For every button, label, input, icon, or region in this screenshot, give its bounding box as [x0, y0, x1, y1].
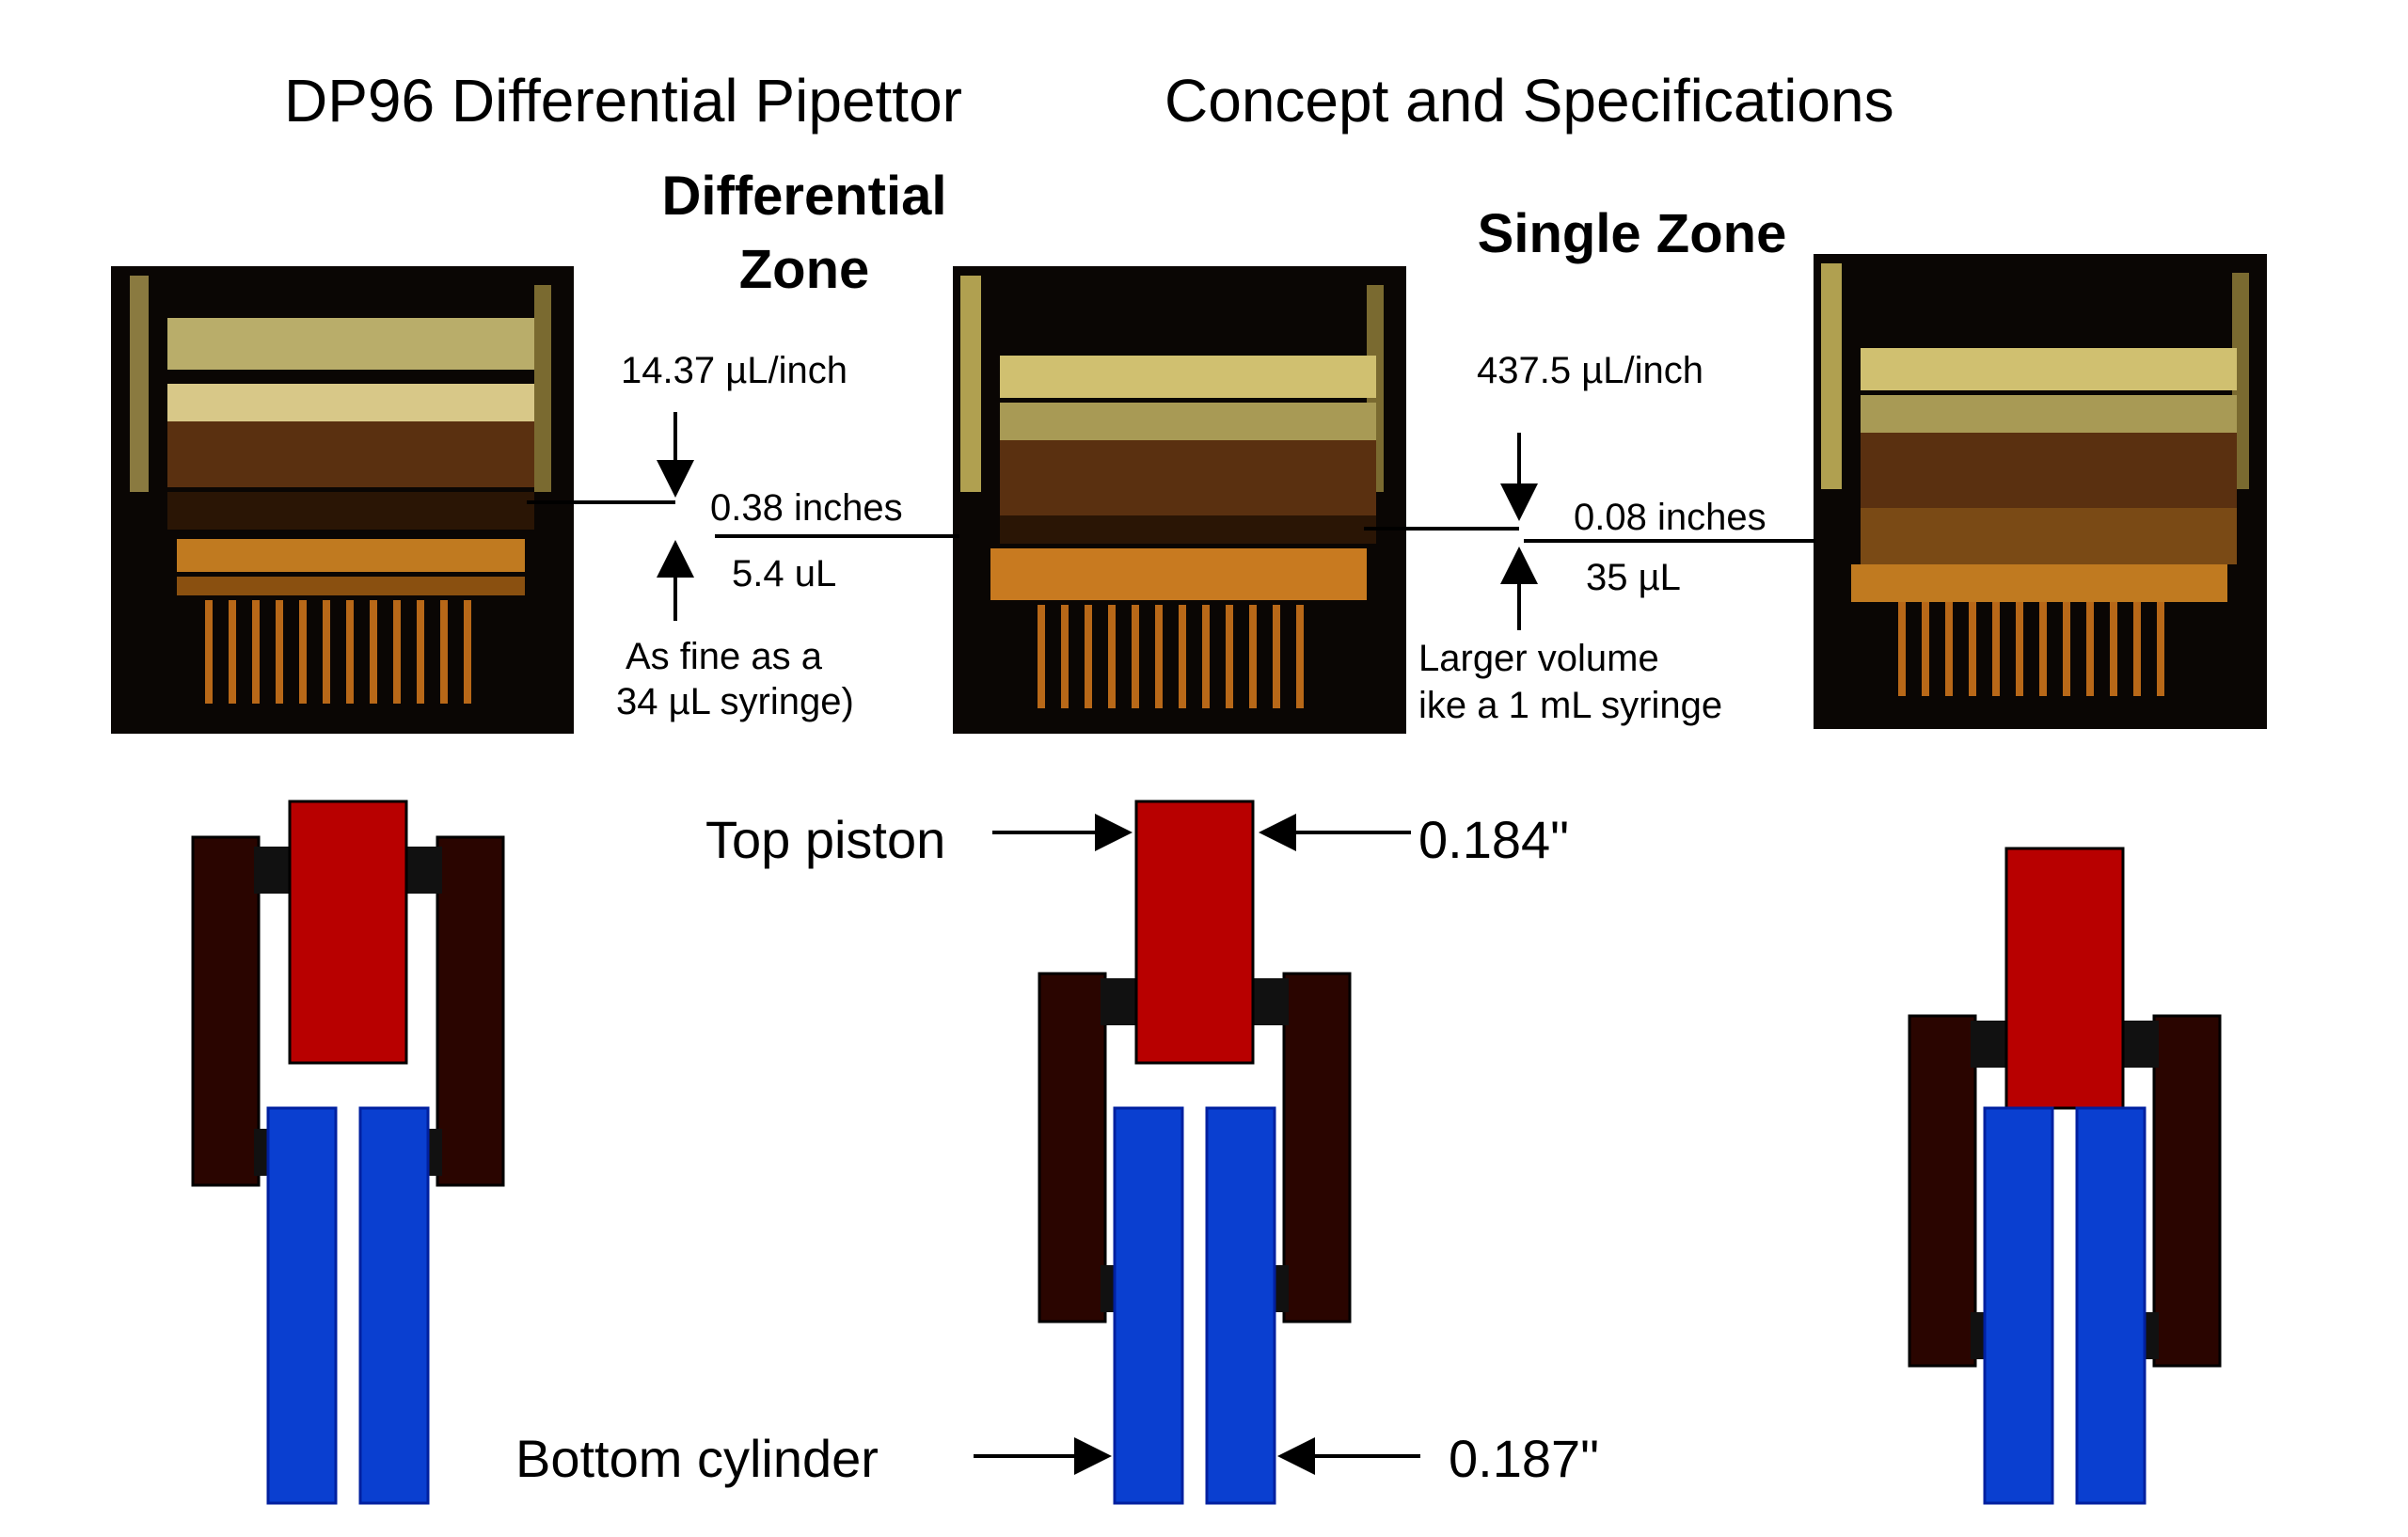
- differential-zone-heading: Differential Zone: [602, 160, 1006, 308]
- middle-piston: [1134, 800, 1255, 1065]
- bottom-cylinder-dimension: 0.187": [1449, 1429, 1600, 1488]
- single-zone-heading: Single Zone: [1477, 203, 1787, 264]
- right-cylinder-a: [1983, 1106, 2054, 1505]
- single-rate: 437.5 µL/inch: [1477, 350, 1703, 391]
- schematic-left: [191, 800, 505, 1505]
- single-travel: 0.08 inches: [1574, 497, 1766, 538]
- title-right: Concept and Specifications: [1164, 67, 1894, 135]
- differential-rate: 14.37 µL/inch: [621, 350, 848, 391]
- right-cylinder-b: [2075, 1106, 2147, 1505]
- top-piston-label: Top piston: [705, 810, 946, 869]
- dimension-arrows: [974, 814, 1420, 1475]
- title-left: DP96 Differential Pipettor: [284, 67, 962, 135]
- middle-cylinder-a: [1113, 1106, 1184, 1505]
- single-volume: 35 µL: [1586, 557, 1681, 598]
- photo-right-pipettor: [1814, 254, 2267, 729]
- single-note-line2: ike a 1 mL syringe: [1418, 685, 1723, 726]
- bottom-cylinder-label: Bottom cylinder: [515, 1429, 879, 1488]
- differential-travel: 0.38 inches: [710, 487, 903, 529]
- right-piston: [2004, 847, 2125, 1110]
- top-piston-dimension: 0.184": [1418, 810, 1570, 869]
- left-cylinder-a: [266, 1106, 338, 1505]
- left-piston: [288, 800, 408, 1065]
- differential-heading-line1: Differential: [661, 166, 947, 227]
- schematic-middle: [1038, 800, 1352, 1505]
- photo-left-pipettor: [111, 266, 574, 734]
- differential-heading-line2: Zone: [738, 239, 870, 301]
- schematic-right: [1908, 847, 2222, 1505]
- photo-middle-pipettor: [953, 266, 1406, 734]
- differential-volume: 5.4 uL: [732, 553, 837, 594]
- differential-note-line2: 34 µL syringe): [616, 681, 854, 722]
- right-housing-left: [1908, 1014, 1977, 1368]
- differential-note-line1: As fine as a: [626, 636, 823, 677]
- single-measure-lines: [1364, 433, 1815, 630]
- left-cylinder-b: [358, 1106, 430, 1505]
- differential-measure-lines: [527, 412, 959, 621]
- right-housing-right: [2152, 1014, 2222, 1368]
- middle-housing-left: [1038, 972, 1107, 1323]
- left-housing-right: [436, 835, 505, 1187]
- single-note-line1: Larger volume: [1418, 638, 1659, 679]
- middle-housing-right: [1282, 972, 1352, 1323]
- left-housing-left: [191, 835, 261, 1187]
- middle-cylinder-b: [1205, 1106, 1276, 1505]
